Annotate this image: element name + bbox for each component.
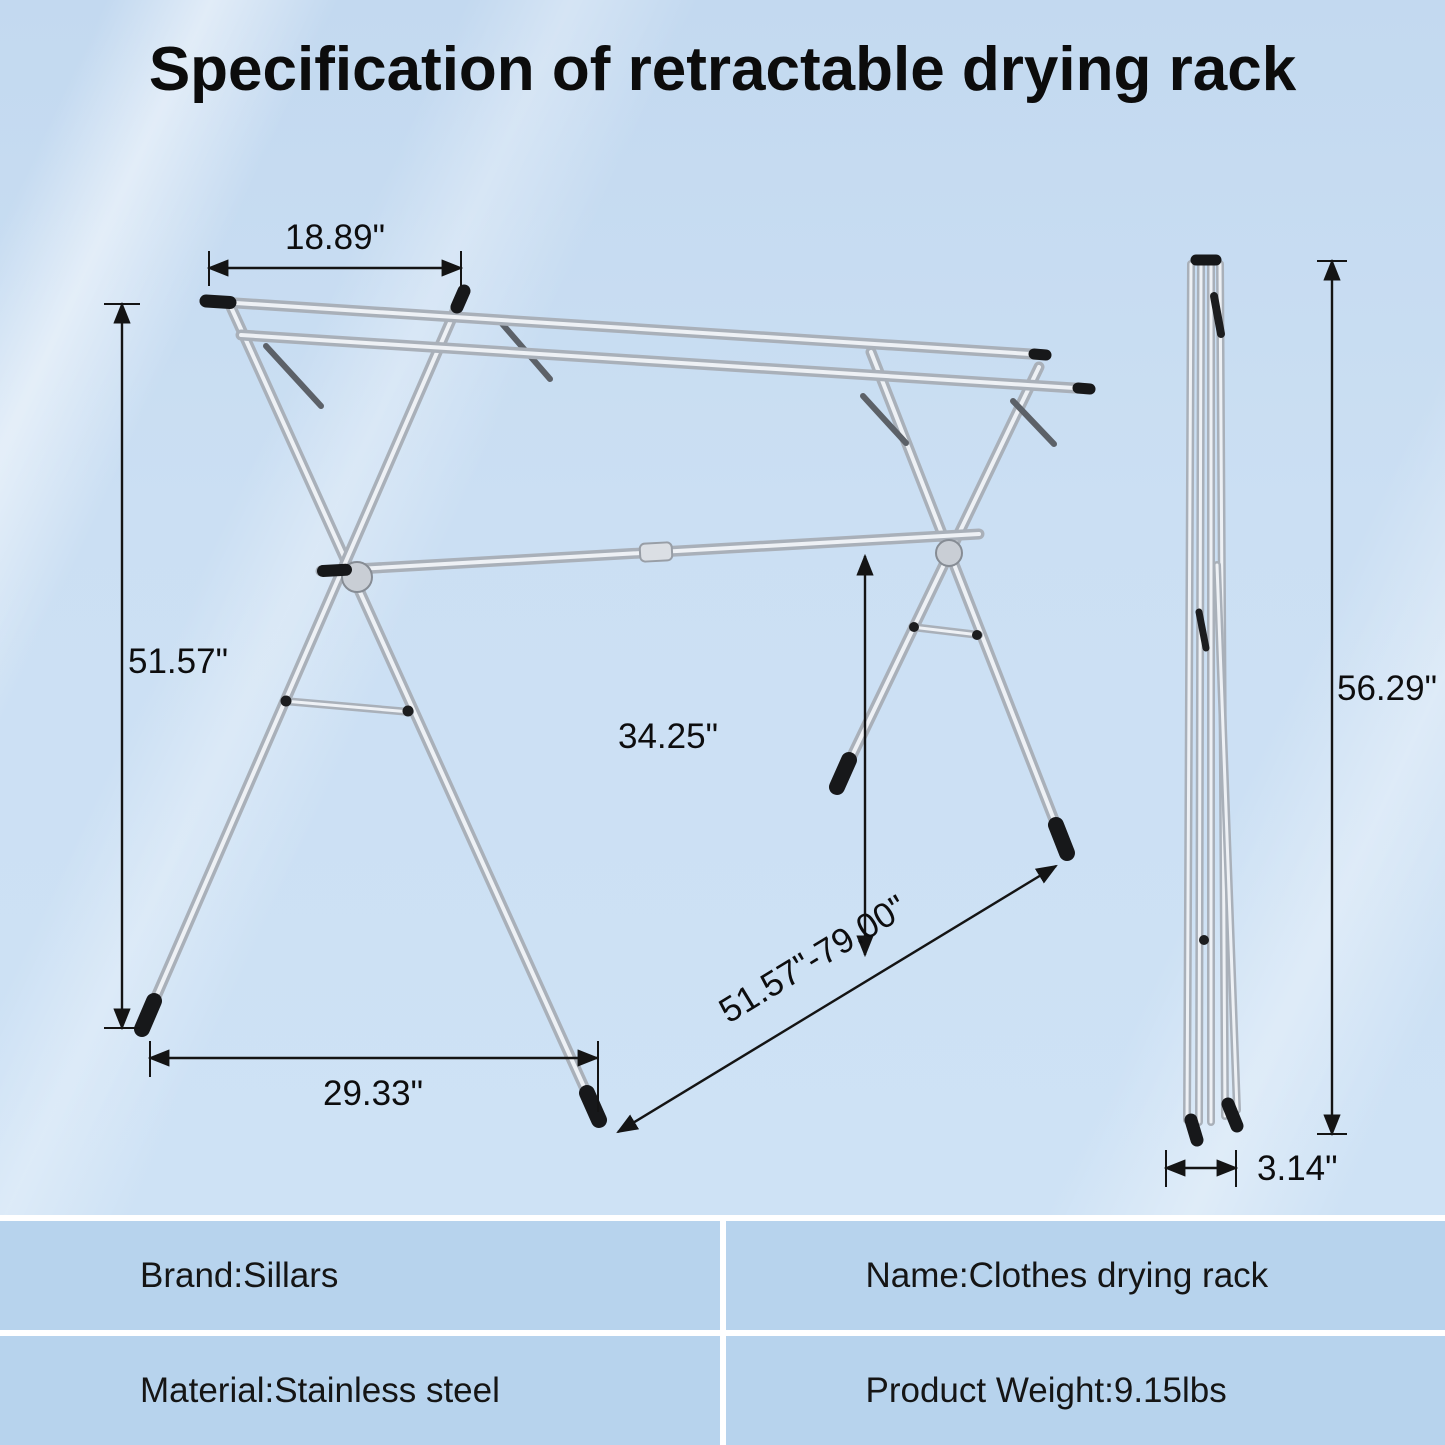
dim-base-width-label: 29.33": [323, 1074, 423, 1113]
spec-table: Brand:Sillars Name:Clothes drying rack M…: [0, 1215, 1445, 1445]
page-title: Specification of retractable drying rack: [148, 35, 1297, 104]
dim-folded-height-label: 56.29": [1337, 669, 1437, 708]
dim-folded-width-label: 3.14": [1257, 1149, 1338, 1188]
spec-cell-brand-text: Brand:Sillars: [140, 1255, 339, 1295]
spec-cell-material-text: Material:Stainless steel: [140, 1370, 500, 1410]
dimension-lines: [104, 251, 1347, 1187]
dim-bar-height-label: 34.25": [618, 717, 718, 756]
spec-cell-weight-text: Product Weight:9.15lbs: [865, 1370, 1227, 1410]
drying-rack-folded-drawing: [1183, 254, 1244, 1147]
dim-open-height-label: 51.57": [128, 642, 228, 681]
spec-cell-brand: Brand:Sillars: [0, 1221, 720, 1330]
spec-cell-weight: Product Weight:9.15lbs: [725, 1336, 1445, 1445]
spec-row-2: Material:Stainless steel Product Weight:…: [0, 1336, 1445, 1445]
drying-rack-open-drawing: [134, 284, 1096, 1128]
spec-cell-name-text: Name:Clothes drying rack: [865, 1255, 1269, 1295]
dim-rail-spacing-label: 18.89": [285, 218, 385, 257]
spec-row-1: Brand:Sillars Name:Clothes drying rack: [0, 1221, 1445, 1330]
spec-cell-name: Name:Clothes drying rack: [725, 1221, 1445, 1330]
spec-cell-material: Material:Stainless steel: [0, 1336, 720, 1445]
dim-length-range-label: 51.57"-79.00": [712, 888, 913, 1031]
